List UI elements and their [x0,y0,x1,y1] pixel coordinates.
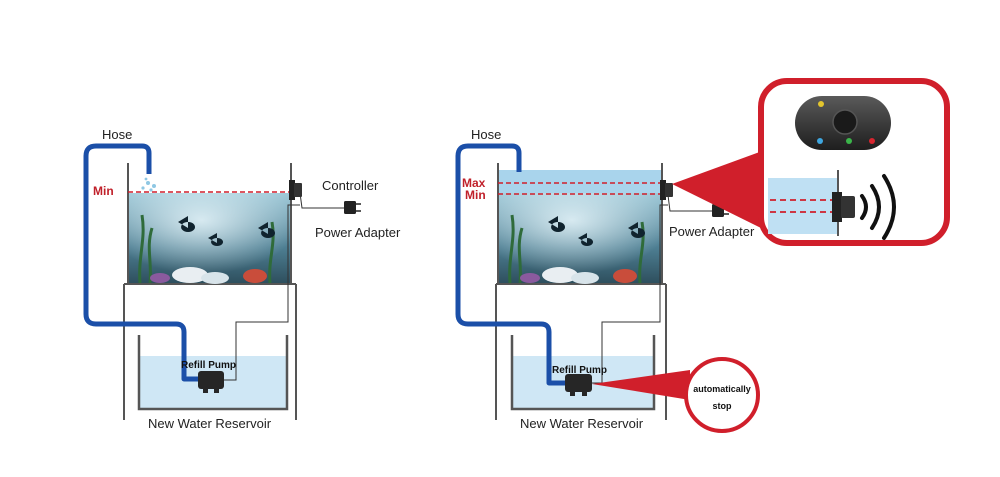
auto-stop-text-line2: stop [713,401,733,411]
zoom-water [768,178,838,234]
right-min-label: Min [465,188,486,202]
right-tank-top-water [498,170,662,194]
right-tank-decor [508,214,645,284]
pump-callout-pointer [592,370,690,400]
right-adapter-label: Power Adapter [669,224,755,239]
status-light-yellow [818,101,824,107]
fish-icon [548,216,646,246]
left-hose [83,143,200,382]
auto-stop-text-line1: automatically [693,384,751,394]
right-diagram: automatically stop Hose Max Min Power Ad… [455,78,950,433]
auto-stop-callout: automatically stop [684,357,760,433]
right-pump-label: Refill Pump [552,365,607,376]
right-max-label: Max [462,176,486,190]
controller-device-icon [289,180,302,200]
sensor-zoom-callout [758,78,950,246]
left-controller-label: Controller [322,178,379,193]
right-reservoir-walls [510,335,656,411]
status-light-green [846,138,852,144]
left-pump-cable [222,204,300,381]
left-diagram: Hose Min Controller Power Adapter Refill… [83,127,401,431]
refill-pump-icon [198,371,224,393]
left-reservoir-walls [137,335,289,411]
water-level-sensor-icon [660,180,673,200]
left-hose-label: Hose [102,127,132,142]
left-adapter-label: Power Adapter [315,225,401,240]
sensor-callout-pointer [672,150,765,230]
power-adapter-plug-icon [344,201,361,214]
status-light-red [869,138,875,144]
right-hose-label: Hose [471,127,501,142]
left-min-label: Min [93,184,114,198]
left-pump-label: Refill Pump [181,360,236,371]
fish-icon [178,216,276,246]
water-level-sensor-icon [832,192,855,222]
refill-pump-icon [565,374,592,396]
water-splash-icon [141,177,156,192]
controller-device-icon [795,96,891,150]
right-adapter-cable [667,194,718,212]
status-light-blue [817,138,823,144]
right-reservoir-label: New Water Reservoir [520,416,644,431]
left-reservoir-label: New Water Reservoir [148,416,272,431]
right-hose [455,143,566,386]
left-adapter-cable [299,192,352,209]
left-tank-decor [138,214,275,284]
signal-waves-icon [860,174,896,240]
